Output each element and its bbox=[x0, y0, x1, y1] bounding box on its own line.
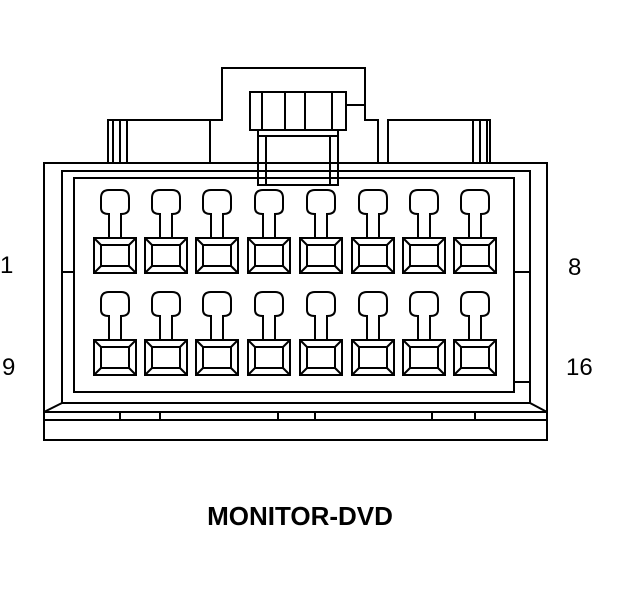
pin-2 bbox=[144, 189, 188, 274]
left-side-clip bbox=[107, 119, 211, 164]
pin-8 bbox=[453, 189, 497, 274]
pin-7 bbox=[402, 189, 446, 274]
pin-label-16: 16 bbox=[566, 354, 593, 381]
pin-4 bbox=[247, 189, 291, 274]
pin-16 bbox=[453, 291, 497, 376]
pin-label-8: 8 bbox=[568, 254, 582, 281]
pin-3 bbox=[195, 189, 239, 274]
pin-10 bbox=[144, 291, 188, 376]
connector-housing bbox=[43, 162, 548, 441]
pin-15 bbox=[402, 291, 446, 376]
pin-13 bbox=[299, 291, 343, 376]
pin-5 bbox=[299, 189, 343, 274]
pin-label-1: 1 bbox=[0, 252, 14, 279]
pin-row-top bbox=[93, 189, 497, 274]
pin-11 bbox=[195, 291, 239, 376]
pin-row-bottom bbox=[93, 291, 497, 376]
pin-9 bbox=[93, 291, 137, 376]
pin-1 bbox=[93, 189, 137, 274]
connector-title: MONITOR-DVD bbox=[207, 501, 393, 531]
pin-6 bbox=[351, 189, 395, 274]
pin-14 bbox=[351, 291, 395, 376]
right-side-clip bbox=[387, 119, 491, 164]
pin-label-9: 9 bbox=[2, 354, 16, 381]
connector-latch bbox=[209, 67, 379, 186]
pin-12 bbox=[247, 291, 291, 376]
